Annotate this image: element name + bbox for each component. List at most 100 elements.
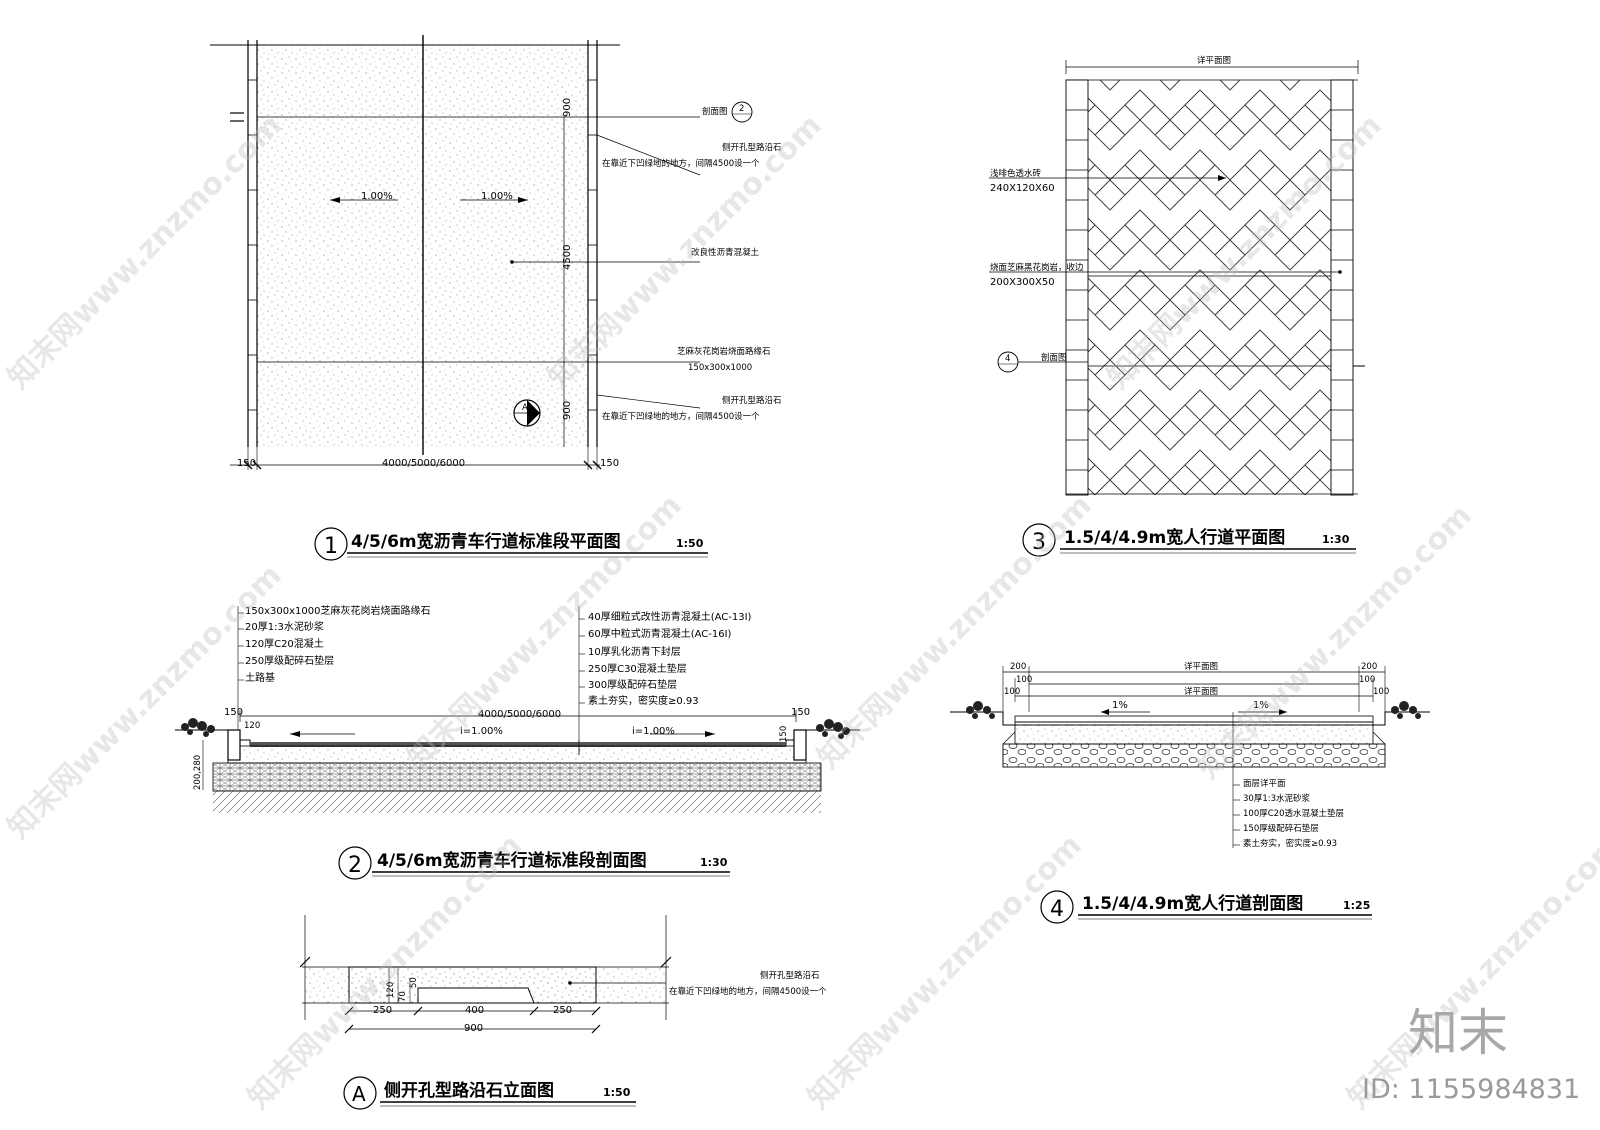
elevA-dim-900: 900 bbox=[464, 1023, 483, 1034]
plan3-section-ref: 剖面图 bbox=[1041, 352, 1067, 363]
plan1-callout-asphalt: 改良性沥青混凝土 bbox=[691, 247, 760, 258]
section2-slope-right: i=1.00% bbox=[632, 726, 675, 737]
plan1-dim-900-top: 900 bbox=[562, 98, 573, 117]
elevA-dim-250-right: 250 bbox=[553, 1005, 572, 1016]
elevA-title-block: A 侧开孔型路沿石立面图 1:50 bbox=[343, 1076, 636, 1110]
section4-dim-200-left: 200 bbox=[1010, 662, 1026, 672]
watermark-layer: 知末网www.znzmo.com 知末网www.znzmo.com 知末网www… bbox=[1, 108, 1600, 1116]
shrub-right-icon bbox=[816, 719, 850, 739]
elevA-dim-70: 70 bbox=[398, 991, 408, 1002]
shrub-left-icon bbox=[181, 718, 215, 737]
plan3-title-block: 3 1.5/4/4.9m宽人行道平面图 1:30 bbox=[1022, 523, 1356, 557]
plan3-brick-size: 240X120X60 bbox=[990, 183, 1055, 194]
elevA-letter: A bbox=[352, 1082, 366, 1106]
plan1-callout-curb-1: 侧开孔型路沿石 bbox=[722, 142, 782, 153]
shrub-right-icon bbox=[1391, 701, 1421, 719]
section4-number: 4 bbox=[1050, 897, 1064, 922]
section2-right-layer: 250厚C30混凝土垫层 bbox=[588, 662, 687, 675]
section4-dim-100-r1: 100 bbox=[1359, 675, 1375, 685]
elevA-callout: 侧开孔型路沿石 bbox=[760, 970, 820, 981]
elevA-scale: 1:50 bbox=[603, 1086, 631, 1099]
elevA-callout-note: 在靠近下凹绿地的地方，间隔4500设一个 bbox=[669, 986, 827, 997]
section2-right-layer: 300厚级配碎石垫层 bbox=[588, 678, 677, 691]
section2-dim-150-right: 150 bbox=[791, 707, 810, 718]
section2-left-layer: 150x300x1000芝麻灰花岗岩烧面路缘石 bbox=[245, 604, 430, 617]
section-4-drawing bbox=[950, 666, 1430, 848]
section4-dim-100-l1: 100 bbox=[1016, 675, 1032, 685]
plan3-brick-label: 浅啡色透水砖 bbox=[990, 168, 1042, 179]
section4-label-top1: 详平面图 bbox=[1184, 661, 1218, 672]
section2-dim-120: 120 bbox=[244, 721, 260, 731]
plan1-scale: 1:50 bbox=[676, 537, 704, 550]
elevA-dim-120: 120 bbox=[386, 982, 396, 998]
section2-title-block: 2 4/5/6m宽沥青车行道标准段剖面图 1:30 bbox=[338, 846, 730, 880]
plan1-title-block: 1 4/5/6m宽沥青车行道标准段平面图 1:50 bbox=[314, 527, 708, 561]
section2-dim-vert: 200,280 bbox=[193, 755, 203, 790]
plan1-title: 4/5/6m宽沥青车行道标准段平面图 bbox=[351, 531, 621, 552]
section4-layer: 素土夯实，密实度≥0.93 bbox=[1243, 838, 1337, 849]
elevA-dim-250-left: 250 bbox=[373, 1005, 392, 1016]
elevA-dim-400: 400 bbox=[465, 1005, 484, 1016]
section2-left-layer: 250厚级配碎石垫层 bbox=[245, 654, 334, 667]
section2-dim-150-left: 150 bbox=[224, 707, 243, 718]
section2-right-layer: 10厚乳化沥青下封层 bbox=[588, 645, 681, 658]
plan1-callout-curb-2: 侧开孔型路沿石 bbox=[722, 395, 782, 406]
plan1-section-ref-num: 2 bbox=[739, 104, 744, 114]
plan1-marker-a: A bbox=[522, 403, 528, 413]
section4-layer: 100厚C20透水混凝土垫层 bbox=[1243, 808, 1344, 819]
section4-title: 1.5/4/4.9m宽人行道剖面图 bbox=[1082, 893, 1303, 914]
section4-layers: 面层详平面 30厚1:3水泥砂浆 100厚C20透水混凝土垫层 150厚级配碎石… bbox=[1243, 778, 1344, 849]
plan1-slope-left: 1.00% bbox=[361, 191, 393, 202]
section2-right-layer: 60厚中粒式沥青混凝土(AC-16I) bbox=[588, 627, 732, 640]
section4-scale: 1:25 bbox=[1343, 899, 1370, 912]
section2-number: 2 bbox=[348, 853, 362, 878]
section4-label-top2: 详平面图 bbox=[1184, 686, 1218, 697]
section2-right-layers: 40厚细粒式改性沥青混凝土(AC-13I) 60厚中粒式沥青混凝土(AC-16I… bbox=[588, 610, 752, 707]
section2-title: 4/5/6m宽沥青车行道标准段剖面图 bbox=[377, 850, 647, 871]
section2-right-layer: 素土夯实，密实度≥0.93 bbox=[588, 694, 699, 707]
section4-dim-100-r2: 100 bbox=[1373, 687, 1389, 697]
plan1-callout-stone: 芝麻灰花岗岩烧面路缘石 bbox=[677, 346, 771, 357]
plan3-top-label: 详平面图 bbox=[1197, 55, 1231, 66]
plan1-callout-stone-size: 150x300x1000 bbox=[688, 363, 752, 373]
plan1-dim-150-right: 150 bbox=[600, 458, 619, 469]
watermark-text: 知末网www.znzmo.com bbox=[1341, 828, 1600, 1116]
section4-title-block: 4 1.5/4/4.9m宽人行道剖面图 1:25 bbox=[1040, 890, 1372, 924]
plan1-number: 1 bbox=[324, 534, 338, 559]
plan3-title: 1.5/4/4.9m宽人行道平面图 bbox=[1064, 527, 1285, 548]
plan1-dim-width: 4000/5000/6000 bbox=[382, 458, 465, 469]
section2-left-layers: 150x300x1000芝麻灰花岗岩烧面路缘石 20厚1:3水泥砂浆 120厚C… bbox=[245, 604, 430, 684]
section2-dim-width: 4000/5000/6000 bbox=[478, 709, 561, 720]
section4-slope-left: 1% bbox=[1112, 700, 1128, 711]
plan3-section-ref-num: 4 bbox=[1005, 354, 1010, 364]
elevA-dim-50: 50 bbox=[409, 977, 419, 988]
section-2-drawing bbox=[175, 606, 860, 813]
plan1-dim-150-left: 150 bbox=[237, 458, 256, 469]
shrub-left-icon bbox=[966, 701, 995, 719]
section4-layer: 面层详平面 bbox=[1243, 778, 1286, 789]
plan-3-drawing bbox=[989, 60, 1365, 496]
plan3-stone-size: 200X300X50 bbox=[990, 277, 1055, 288]
section2-slope-left: i=1.00% bbox=[460, 726, 503, 737]
elevA-title: 侧开孔型路沿石立面图 bbox=[384, 1080, 554, 1101]
section2-right-layer: 40厚细粒式改性沥青混凝土(AC-13I) bbox=[588, 610, 752, 623]
plan-1-drawing bbox=[210, 35, 753, 470]
section-marker-a bbox=[513, 399, 541, 427]
section4-layer: 30厚1:3水泥砂浆 bbox=[1243, 793, 1310, 804]
section2-left-layer: 120厚C20混凝土 bbox=[245, 637, 324, 650]
plan1-slope-right: 1.00% bbox=[481, 191, 513, 202]
plan3-number: 3 bbox=[1032, 530, 1046, 555]
section4-dim-200-right: 200 bbox=[1361, 662, 1377, 672]
plan3-stone-label: 烧面芝麻黑花岗岩，收边 bbox=[990, 262, 1084, 273]
section2-dim-vert-right: 150 bbox=[779, 726, 789, 742]
section2-left-layer: 20厚1:3水泥砂浆 bbox=[245, 620, 324, 633]
plan3-scale: 1:30 bbox=[1322, 533, 1350, 546]
section4-dim-100-l2: 100 bbox=[1004, 687, 1020, 697]
plan1-callout-curb-2-note: 在靠近下凹绿地的地方，间隔4500设一个 bbox=[602, 411, 760, 422]
plan1-dim-900-bottom: 900 bbox=[562, 401, 573, 420]
plan1-section-ref: 剖面图 bbox=[702, 106, 728, 117]
plan1-callout-curb-1-note: 在靠近下凹绿地的地方，间隔4500设一个 bbox=[602, 158, 760, 169]
section2-scale: 1:30 bbox=[700, 856, 728, 869]
section4-slope-right: 1% bbox=[1253, 700, 1269, 711]
